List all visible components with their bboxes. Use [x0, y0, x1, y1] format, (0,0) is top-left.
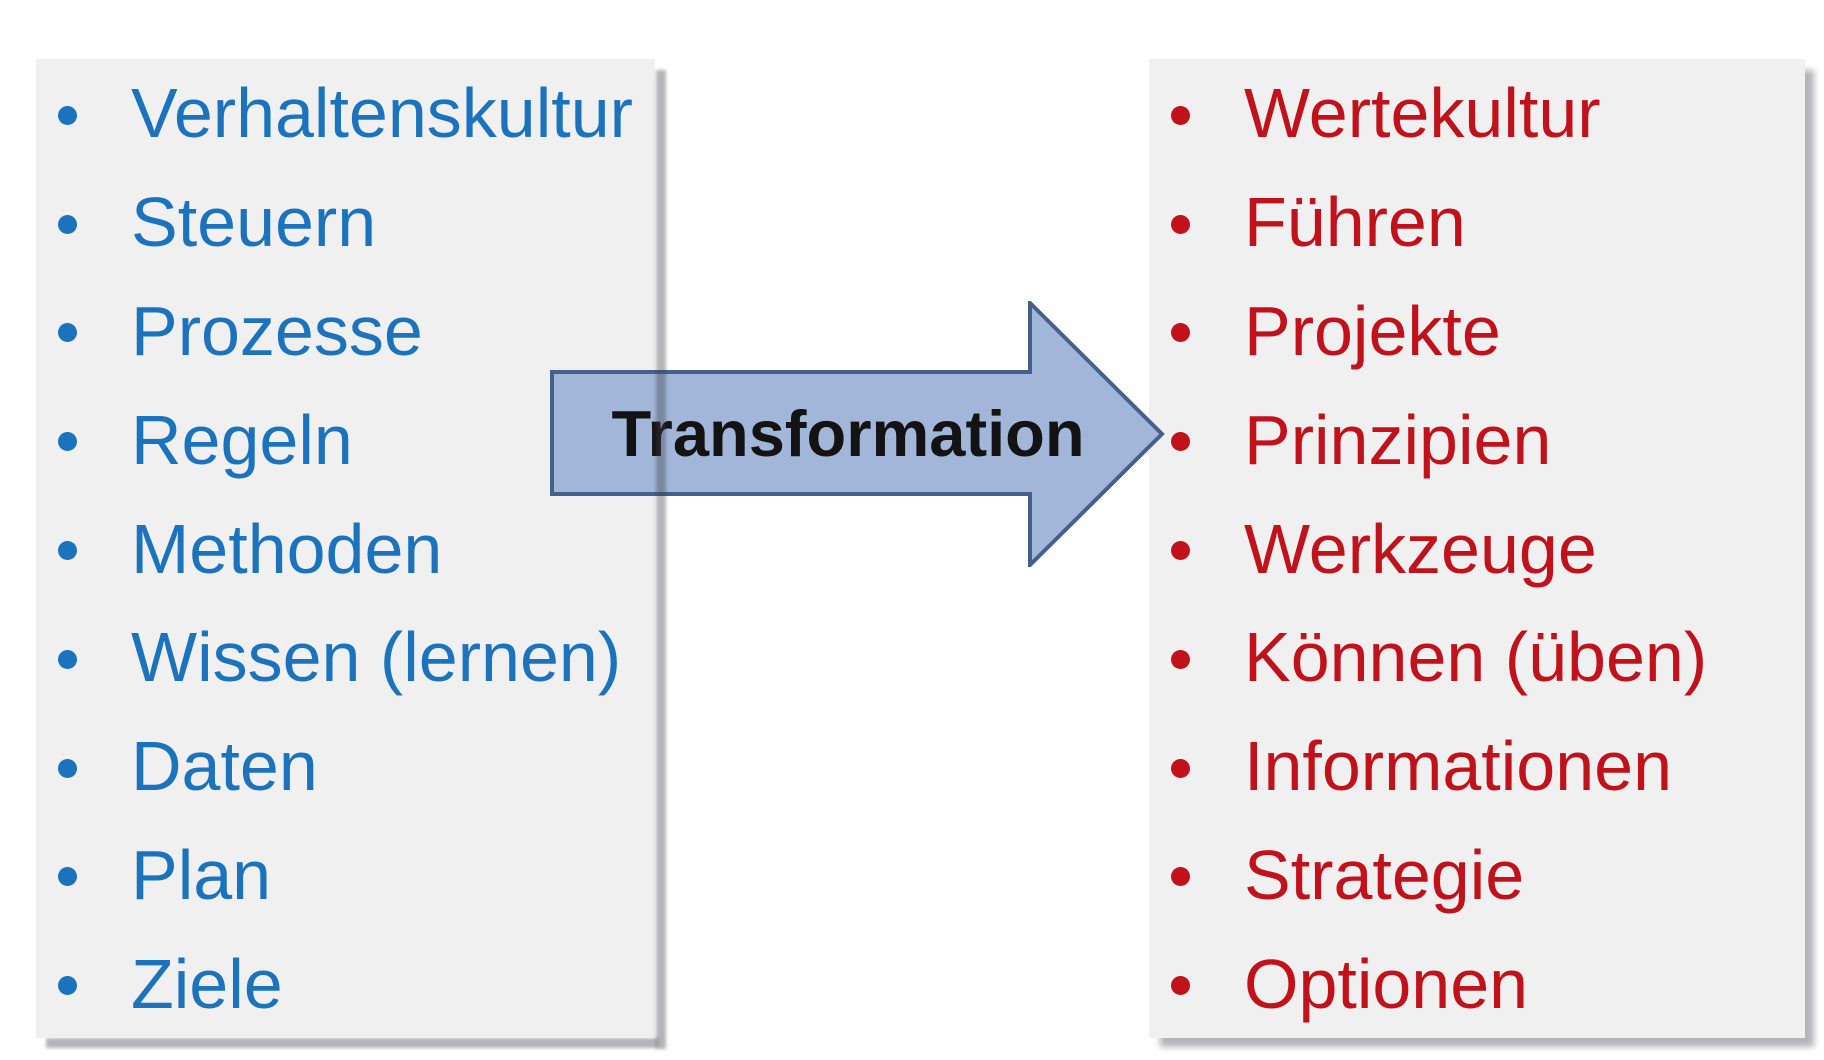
list-item: Prozesse [36, 277, 655, 386]
list-item-label: Projekte [1244, 291, 1501, 370]
list-item: Wissen (lernen) [36, 603, 655, 712]
bullet-icon [58, 758, 77, 778]
list-item: Optionen [1149, 929, 1805, 1038]
list-item-label: Ziele [131, 944, 283, 1023]
list-item: Steuern [36, 168, 655, 277]
list-item-label: Führen [1244, 183, 1466, 262]
bullet-icon [1171, 867, 1190, 887]
list-item-label: Methoden [131, 509, 443, 588]
bullet-icon [1171, 541, 1190, 561]
list-item: Projekte [1149, 277, 1805, 386]
list-item: Strategie [1149, 820, 1805, 929]
bullet-icon [1171, 758, 1190, 778]
list-item-label: Prozesse [131, 291, 423, 370]
bullet-icon [58, 323, 77, 343]
left-panel-shadow-right [656, 70, 666, 1049]
bullet-icon [58, 867, 77, 887]
bullet-icon [58, 105, 77, 125]
transformation-arrow-icon [550, 301, 1165, 567]
bullet-icon [58, 214, 77, 234]
list-item-label: Plan [131, 835, 272, 914]
bullet-icon [58, 976, 77, 996]
list-item: Plan [36, 820, 655, 929]
list-item-label: Verhaltenskultur [131, 74, 633, 153]
list-item: Wertekultur [1149, 59, 1805, 168]
list-item-label: Wissen (lernen) [131, 618, 622, 697]
list-item: Verhaltenskultur [36, 59, 655, 168]
bullet-icon [1171, 976, 1190, 996]
list-item-label: Werkzeuge [1244, 509, 1597, 588]
list-item-label: Informationen [1244, 727, 1673, 806]
list-item: Ziele [36, 929, 655, 1038]
list-item-label: Wertekultur [1244, 74, 1601, 153]
list-item-label: Regeln [131, 400, 353, 479]
list-item: Methoden [36, 494, 655, 603]
bullet-icon [1171, 214, 1190, 234]
bullet-icon [1171, 649, 1190, 669]
source-terms-list: Verhaltenskultur Steuern Prozesse Regeln… [36, 59, 655, 1038]
arrow-label: Transformation [611, 396, 1085, 470]
list-item-label: Prinzipien [1244, 400, 1552, 479]
list-item-label: Strategie [1244, 835, 1525, 914]
list-item: Können (üben) [1149, 603, 1805, 712]
bullet-icon [58, 541, 77, 561]
list-item-label: Daten [131, 727, 318, 806]
list-item: Informationen [1149, 712, 1805, 821]
bullet-icon [1171, 432, 1190, 452]
bullet-icon [58, 649, 77, 669]
list-item: Regeln [36, 385, 655, 494]
left-panel-shadow-bottom [46, 1038, 658, 1048]
bullet-icon [1171, 105, 1190, 125]
list-item: Führen [1149, 168, 1805, 277]
list-item: Prinzipien [1149, 385, 1805, 494]
list-item-label: Steuern [131, 183, 377, 262]
list-item: Werkzeuge [1149, 494, 1805, 603]
source-terms-panel: Verhaltenskultur Steuern Prozesse Regeln… [36, 59, 655, 1038]
bullet-icon [58, 432, 77, 452]
target-terms-panel: Wertekultur Führen Projekte Prinzipien W… [1149, 59, 1805, 1038]
list-item-label: Können (üben) [1244, 618, 1708, 697]
bullet-icon [1171, 323, 1190, 343]
list-item-label: Optionen [1244, 944, 1529, 1023]
target-terms-list: Wertekultur Führen Projekte Prinzipien W… [1149, 59, 1805, 1038]
list-item: Daten [36, 712, 655, 821]
